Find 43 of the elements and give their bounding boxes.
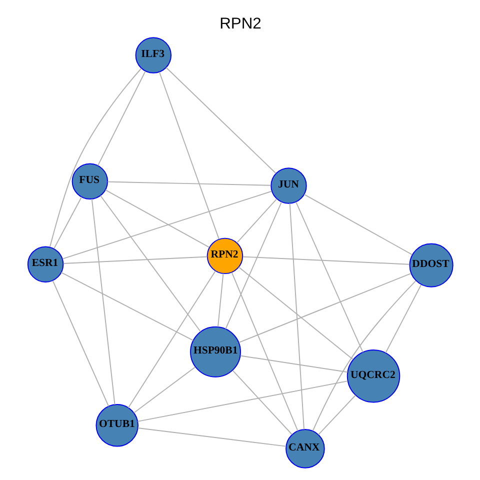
connector: [52, 280, 109, 407]
connector: [158, 72, 219, 240]
connector: [106, 181, 271, 186]
connector: [224, 201, 282, 330]
connector: [303, 194, 412, 256]
connector: [312, 280, 416, 432]
connector: [132, 366, 196, 414]
connector: [99, 195, 201, 332]
node-circle: CANX: [285, 429, 324, 468]
connector: [62, 190, 272, 260]
connector: [53, 196, 82, 250]
connector: [294, 201, 363, 353]
connector: [96, 70, 146, 166]
connector: [242, 256, 410, 265]
connector: [165, 67, 276, 174]
connector: [238, 266, 354, 360]
node-circle: HSP90B1: [190, 326, 240, 378]
connector: [238, 272, 411, 343]
node-circle: ESR1: [26, 246, 64, 282]
connector: [232, 370, 292, 435]
connector: [127, 270, 216, 408]
connector: [230, 272, 298, 432]
diagram-title: RPN2: [219, 16, 261, 33]
connector: [136, 427, 286, 447]
connector: [317, 394, 356, 436]
node-circle: DDOST: [408, 243, 453, 288]
connector: [236, 198, 277, 244]
node-circle: FUS: [71, 163, 108, 200]
node-circle: ILF3: [134, 37, 172, 74]
connector: [90, 198, 115, 406]
connector: [104, 189, 210, 248]
node-circle: RPN2: [206, 238, 243, 274]
connector: [216, 273, 224, 328]
connector: [60, 272, 194, 341]
connector: [62, 256, 208, 264]
node-circle: JUN: [270, 168, 306, 204]
connector: [240, 355, 348, 373]
connector: [48, 68, 142, 248]
node-circle: UQCRC2: [346, 349, 400, 403]
connector: [136, 380, 348, 422]
connector: [288, 202, 304, 430]
connector: [384, 284, 422, 354]
node-circle: OTUB1: [95, 404, 138, 447]
